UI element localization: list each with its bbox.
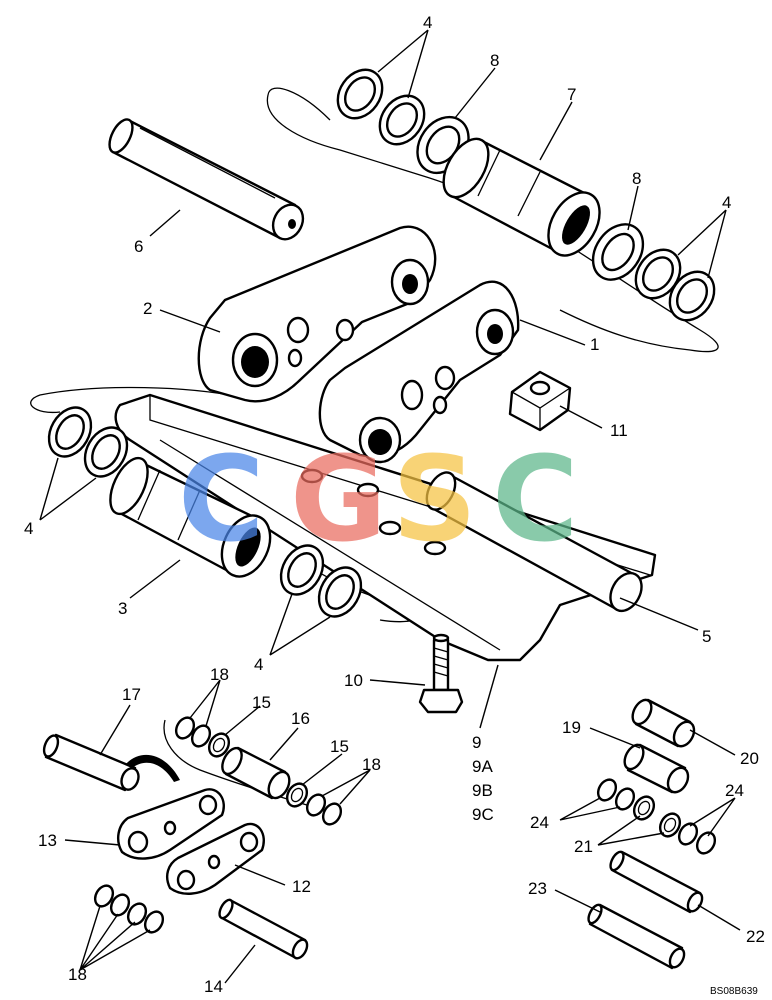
seal-ring-18-e bbox=[93, 884, 115, 908]
callout-4-right: 4 bbox=[722, 193, 731, 212]
callout-labels: 4 8 7 8 4 6 2 1 11 4 3 4 5 10 9 9A 9B 9C… bbox=[24, 13, 765, 996]
seal-ring-4-bottom-a bbox=[279, 544, 325, 596]
callout-22: 22 bbox=[746, 927, 765, 946]
track-link-13 bbox=[116, 788, 225, 860]
callout-15-right: 15 bbox=[330, 737, 349, 756]
seal-ring-18-d bbox=[321, 802, 343, 826]
callout-15-left: 15 bbox=[252, 693, 271, 712]
callout-19: 19 bbox=[562, 718, 581, 737]
callout-23: 23 bbox=[528, 879, 547, 898]
callout-3: 3 bbox=[118, 599, 127, 618]
seal-ring-18-a bbox=[174, 716, 196, 740]
seal-ring-18-c bbox=[305, 793, 327, 817]
drawing-code: BS08B639 bbox=[710, 986, 758, 997]
callout-12: 12 bbox=[292, 877, 311, 896]
callout-9b: 9B bbox=[472, 781, 493, 800]
callout-7: 7 bbox=[567, 85, 576, 104]
callout-8-right: 8 bbox=[632, 169, 641, 188]
watermark-letter-s: S bbox=[392, 430, 477, 568]
callout-18-right: 18 bbox=[362, 755, 381, 774]
callout-21: 21 bbox=[574, 837, 593, 856]
callout-24-left: 24 bbox=[530, 813, 549, 832]
pin-5 bbox=[425, 471, 643, 613]
pin-6 bbox=[108, 118, 305, 241]
callout-20: 20 bbox=[740, 749, 759, 768]
bushing-16 bbox=[221, 746, 291, 800]
bolt-10 bbox=[418, 633, 464, 714]
spacer-21-a bbox=[632, 795, 656, 821]
spacer-8-right bbox=[591, 223, 645, 281]
callout-10: 10 bbox=[344, 671, 363, 690]
watermark-letter-c1: C bbox=[178, 430, 265, 568]
seal-ring-4-top-b bbox=[378, 94, 426, 146]
callout-1: 1 bbox=[590, 335, 599, 354]
callout-16: 16 bbox=[291, 709, 310, 728]
callout-11: 11 bbox=[610, 421, 628, 440]
seal-ring-4-right-a bbox=[634, 248, 682, 300]
callout-9c: 9C bbox=[472, 805, 494, 824]
seal-ring-18-f bbox=[109, 893, 131, 917]
pin-23 bbox=[587, 903, 686, 970]
seal-ring-4-left-b bbox=[83, 426, 129, 478]
callout-14: 14 bbox=[204, 977, 223, 996]
callout-13: 13 bbox=[38, 831, 57, 850]
callout-2: 2 bbox=[143, 299, 152, 318]
seal-ring-4-right-b bbox=[668, 270, 716, 322]
callout-9: 9 bbox=[472, 733, 481, 752]
nut-11 bbox=[508, 370, 572, 432]
seal-ring-18-g bbox=[126, 902, 148, 926]
leader-lines bbox=[39, 29, 741, 984]
track-shoe-9 bbox=[114, 393, 657, 662]
callout-8-top: 8 bbox=[490, 51, 499, 70]
watermark-letter-c2: C bbox=[492, 430, 579, 568]
bushing-7 bbox=[442, 137, 601, 257]
seal-ring-18-b bbox=[190, 724, 212, 748]
bushing-3 bbox=[109, 456, 272, 578]
callout-4-top: 4 bbox=[423, 13, 432, 32]
callout-18-bottom: 18 bbox=[68, 965, 87, 984]
bushing-19 bbox=[623, 743, 690, 794]
seal-ring-24-d bbox=[695, 831, 717, 855]
callout-6: 6 bbox=[134, 237, 143, 256]
pin-22 bbox=[609, 850, 704, 914]
track-link-12 bbox=[166, 822, 265, 895]
seal-ring-4-top-a bbox=[336, 68, 384, 120]
assembly-arrow bbox=[125, 754, 180, 782]
seal-ring-4-left-a bbox=[47, 406, 93, 458]
callout-5: 5 bbox=[702, 627, 711, 646]
seal-ring-4-bottom-b bbox=[317, 566, 363, 618]
seal-ring-24-b bbox=[614, 787, 636, 811]
callout-4-bottom: 4 bbox=[254, 655, 263, 674]
callout-24-right: 24 bbox=[725, 781, 744, 800]
seal-ring-24-a bbox=[596, 778, 618, 802]
track-link-1 bbox=[318, 280, 520, 464]
pin-17 bbox=[42, 733, 140, 792]
spacer-21-b bbox=[658, 812, 682, 838]
callout-9a: 9A bbox=[472, 757, 493, 776]
callout-4-left: 4 bbox=[24, 519, 33, 538]
watermark-letter-g: G bbox=[290, 430, 387, 568]
pin-14 bbox=[218, 898, 309, 960]
callout-18-top: 18 bbox=[210, 665, 229, 684]
track-link-2 bbox=[197, 225, 437, 403]
bushing-20 bbox=[631, 698, 696, 748]
group-outline-left bbox=[30, 386, 231, 414]
watermark: C G S C bbox=[178, 430, 579, 568]
callout-17: 17 bbox=[122, 685, 141, 704]
